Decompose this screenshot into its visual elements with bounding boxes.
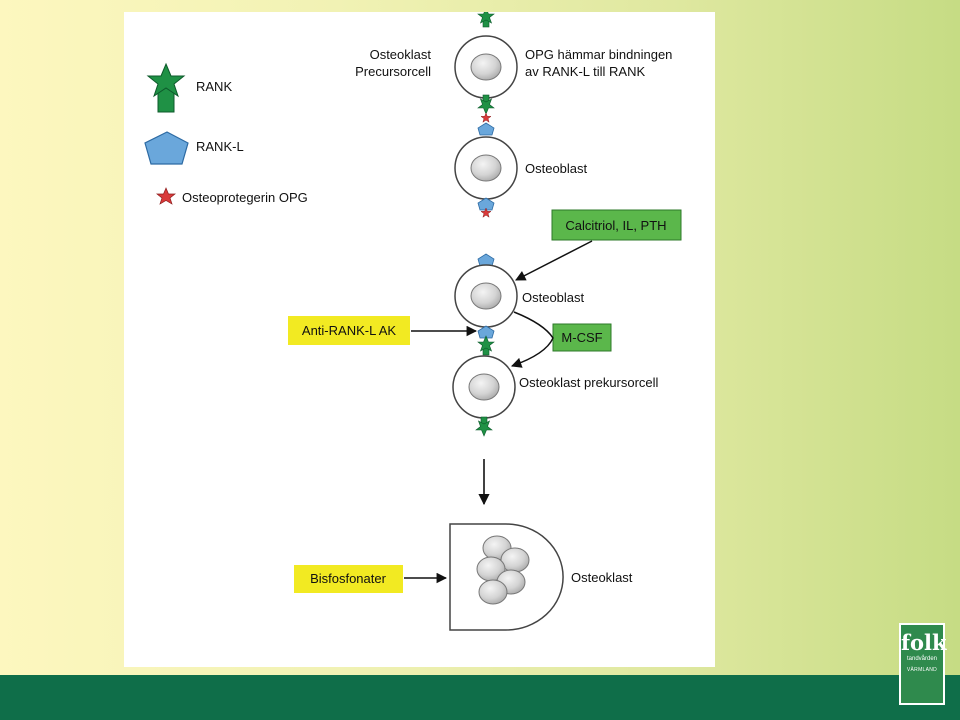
- legend-rankl-label: RANK-L: [196, 139, 244, 154]
- rank-receptor-top-icon: [477, 12, 495, 28]
- anti-rankl-label: Anti-RANK-L AK: [302, 323, 396, 338]
- logo-region: VÄRMLAND: [906, 667, 938, 673]
- logo-subtitle: tandvården: [906, 656, 938, 662]
- osteoclast-precursor-cell-top: [454, 35, 518, 99]
- rankl-symbol-icon: [144, 131, 189, 165]
- osteoblast-label-2: Osteoblast: [522, 290, 585, 305]
- rank-symbol-icon: [146, 62, 186, 113]
- rankl-ligand-icon: [477, 253, 495, 267]
- mcsf-callout: M-CSF: [552, 323, 612, 352]
- bisfosfonater-callout: Bisfosfonater: [294, 565, 403, 593]
- osteoklast-label: Osteoklast: [571, 570, 633, 585]
- anti-rankl-callout: Anti-RANK-L AK: [288, 316, 410, 345]
- osteoblast-cell-1: [454, 136, 518, 200]
- opg-note-line2: av RANK-L till RANK: [525, 64, 645, 79]
- opg-marker-icon: [480, 112, 492, 123]
- diagram-panel: RANK RANK-L Osteoprotegerin OPG Osteokla…: [124, 12, 715, 667]
- precursor-label-line2: Precursorcell: [355, 64, 431, 79]
- mcsf-arrow: [511, 311, 554, 368]
- rank-pathway-diagram: RANK RANK-L Osteoprotegerin OPG Osteokla…: [144, 12, 682, 631]
- osteoblast-cell-2: [454, 264, 518, 328]
- logo-word: folk: [901, 630, 947, 655]
- mcsf-label: M-CSF: [561, 330, 602, 345]
- rank-receptor-icon: [477, 335, 495, 356]
- rankl-ligand-icon: [477, 122, 495, 136]
- legend: RANK RANK-L Osteoprotegerin OPG: [144, 62, 308, 205]
- osteoclast-precursor-cell-bottom: [452, 355, 516, 419]
- osteoblast-label-1: Osteoblast: [525, 161, 588, 176]
- calcitriol-label: Calcitriol, IL, PTH: [565, 218, 666, 233]
- precursor-label-line1: Osteoklast: [370, 47, 432, 62]
- calcitriol-arrow: [515, 240, 593, 281]
- legend-opg-label: Osteoprotegerin OPG: [182, 190, 308, 205]
- footer-bar: [0, 675, 960, 720]
- calcitriol-callout: Calcitriol, IL, PTH: [551, 209, 682, 241]
- legend-rank-label: RANK: [196, 79, 232, 94]
- prekursor-label: Osteoklast prekursorcell: [519, 375, 659, 390]
- rank-receptor-icon: [475, 416, 493, 437]
- folktandvarden-logo: folk tandvården VÄRMLAND: [899, 623, 947, 705]
- mature-osteoclast-cell: [449, 523, 564, 631]
- bisfosfonater-label: Bisfosfonater: [310, 571, 387, 586]
- opg-note-line1: OPG hämmar bindningen: [525, 47, 672, 62]
- opg-symbol-icon: [156, 187, 176, 205]
